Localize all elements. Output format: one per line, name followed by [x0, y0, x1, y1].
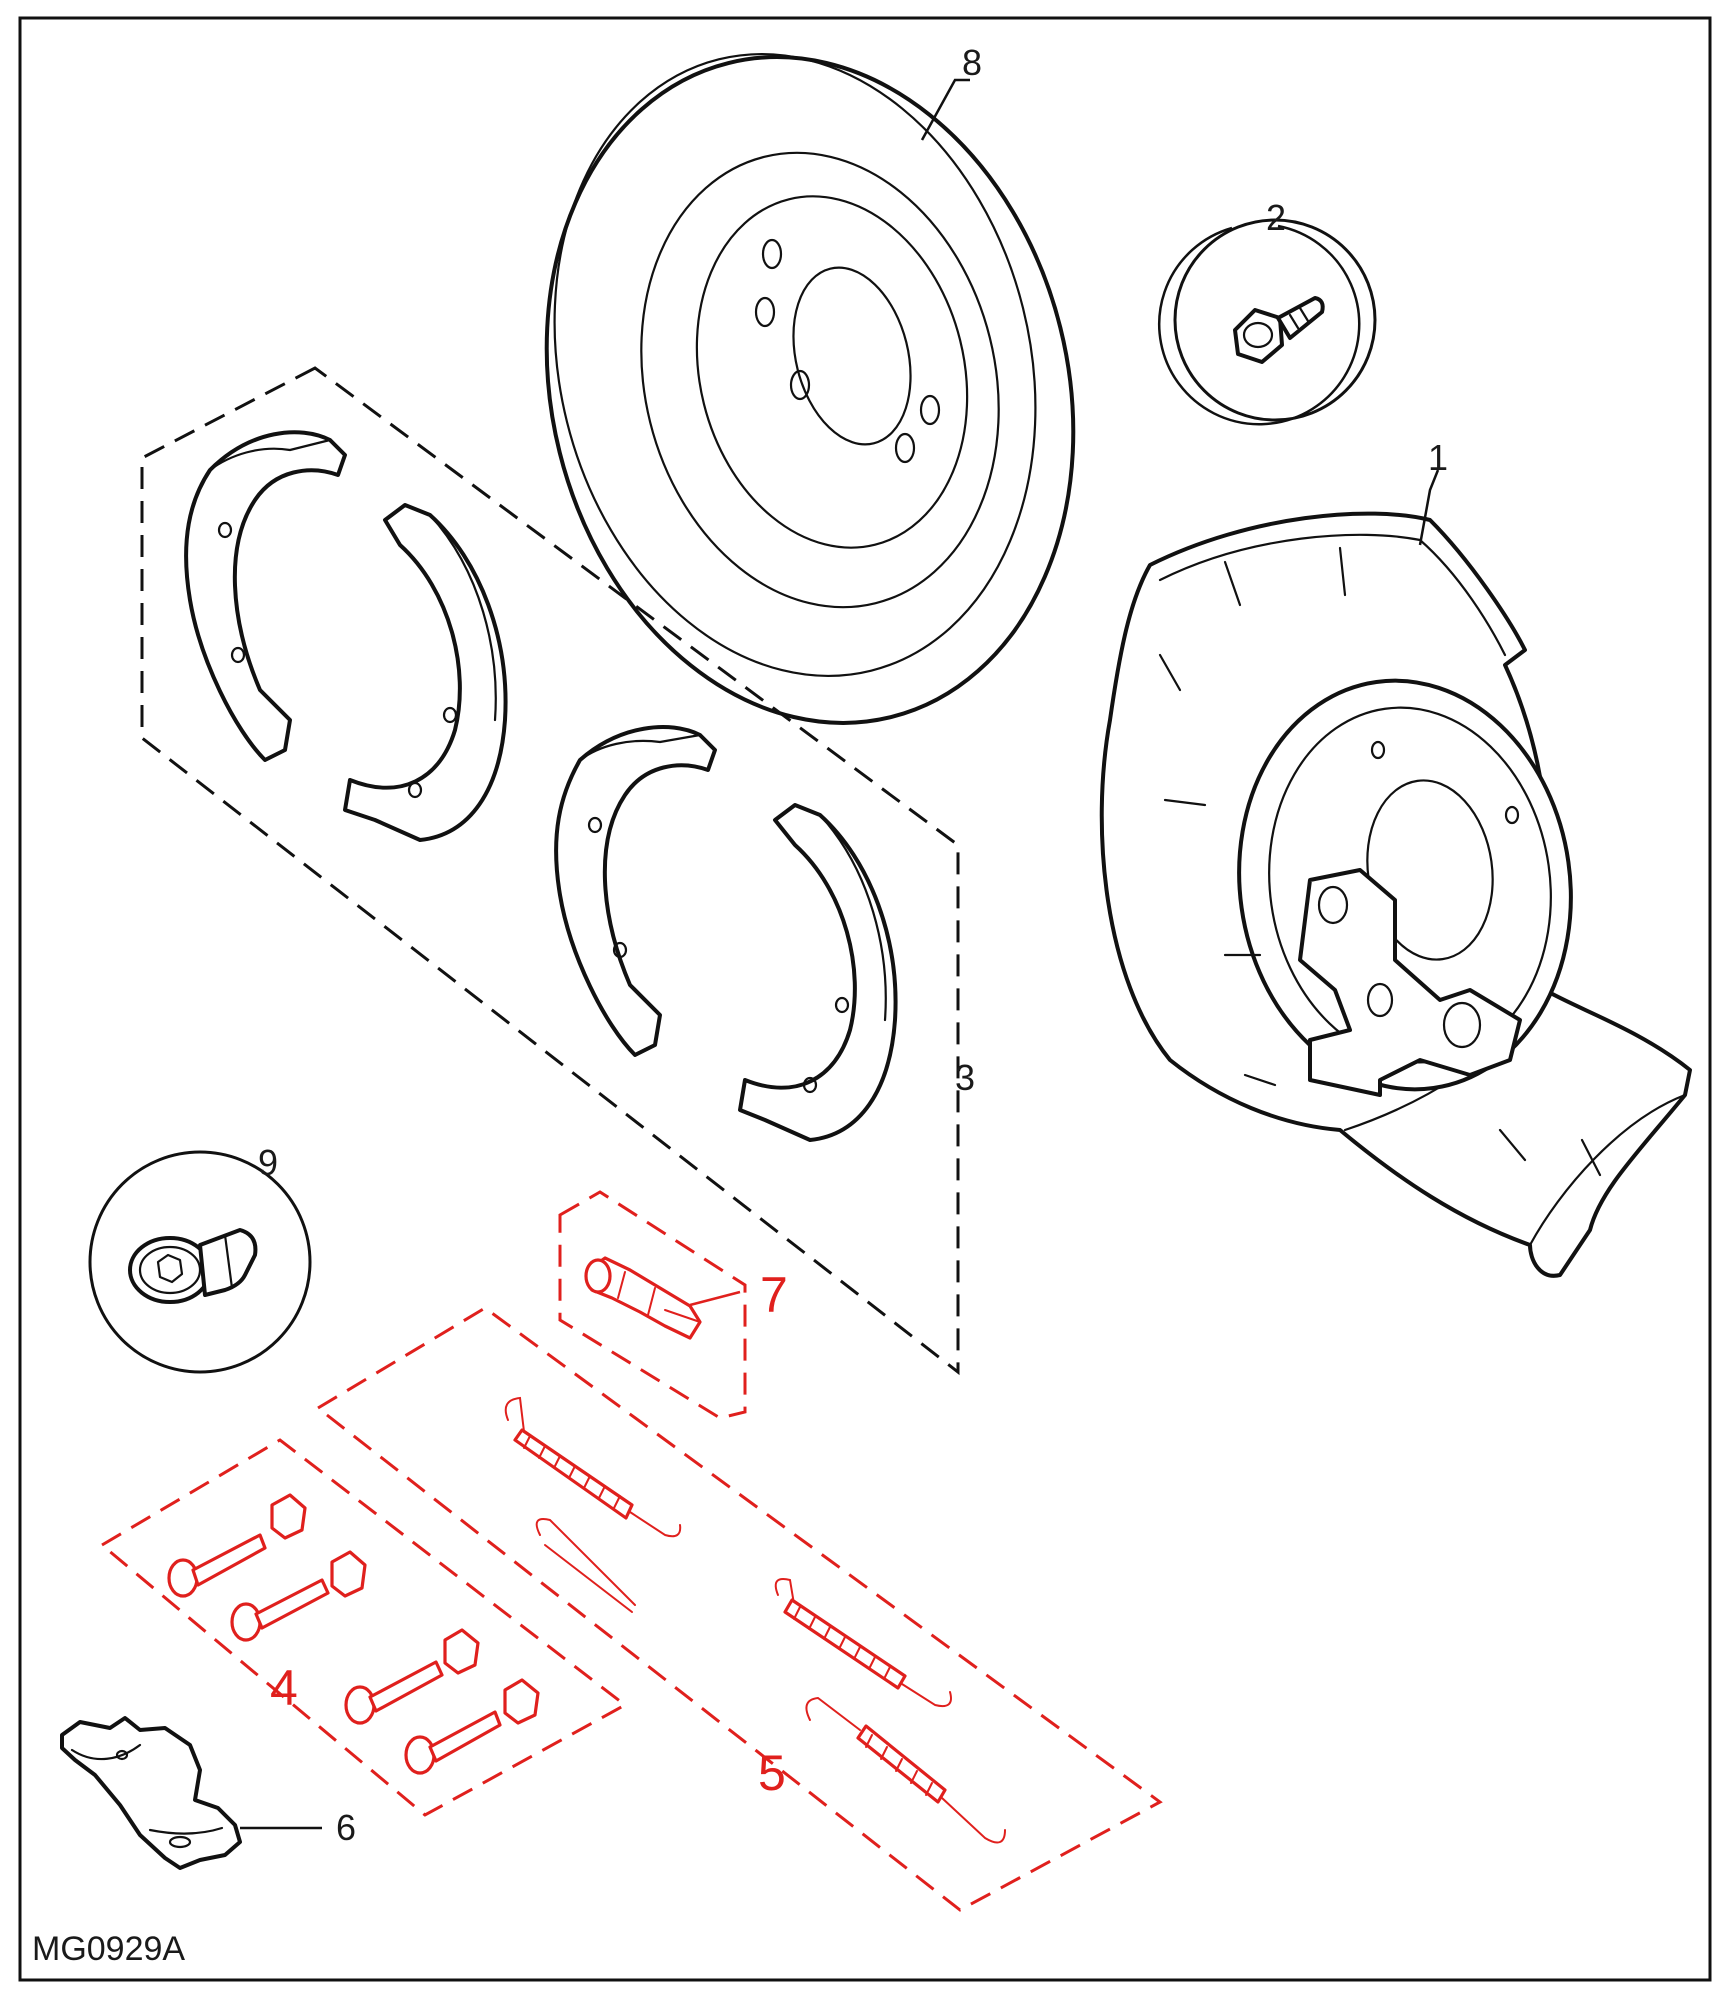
callout-1: 1 — [1428, 437, 1448, 478]
part-4-pins-and-caps[interactable] — [167, 1493, 540, 1775]
callout-6: 6 — [336, 1807, 356, 1848]
callout-2: 2 — [1266, 197, 1286, 238]
part-1-backing-plate[interactable] — [1099, 511, 1692, 1278]
part-6-lever[interactable] — [60, 1716, 242, 1870]
part-3-brake-shoes[interactable] — [184, 430, 898, 1142]
callout-3: 3 — [955, 1057, 975, 1098]
spring-coils-2 — [793, 1606, 891, 1680]
figure-code: MG0929A — [32, 1930, 185, 1968]
diagram-frame — [18, 16, 1712, 1982]
callout-9: 9 — [258, 1142, 278, 1183]
part-7-adjuster[interactable] — [584, 1256, 702, 1340]
leader-1 — [1418, 469, 1440, 546]
group-5-outline — [315, 1306, 1163, 1912]
callout-5: 5 — [758, 1745, 786, 1801]
part-9-plug[interactable] — [88, 1150, 312, 1374]
part-5-springs[interactable] — [504, 1396, 1006, 1844]
spring-coils-1 — [523, 1435, 621, 1509]
part-2-bolt[interactable] — [1158, 218, 1377, 426]
part-8-brake-disc[interactable] — [478, 1, 1142, 780]
group-3-outline — [140, 366, 960, 1376]
group-7-outline — [558, 1190, 747, 1420]
leader-7 — [689, 1290, 741, 1307]
spring-coils-3 — [865, 1734, 933, 1796]
leader-8 — [920, 78, 970, 141]
group-4-outline — [99, 1438, 628, 1817]
callout-4: 4 — [270, 1660, 298, 1716]
callout-7: 7 — [760, 1267, 788, 1323]
callout-8: 8 — [962, 42, 982, 83]
